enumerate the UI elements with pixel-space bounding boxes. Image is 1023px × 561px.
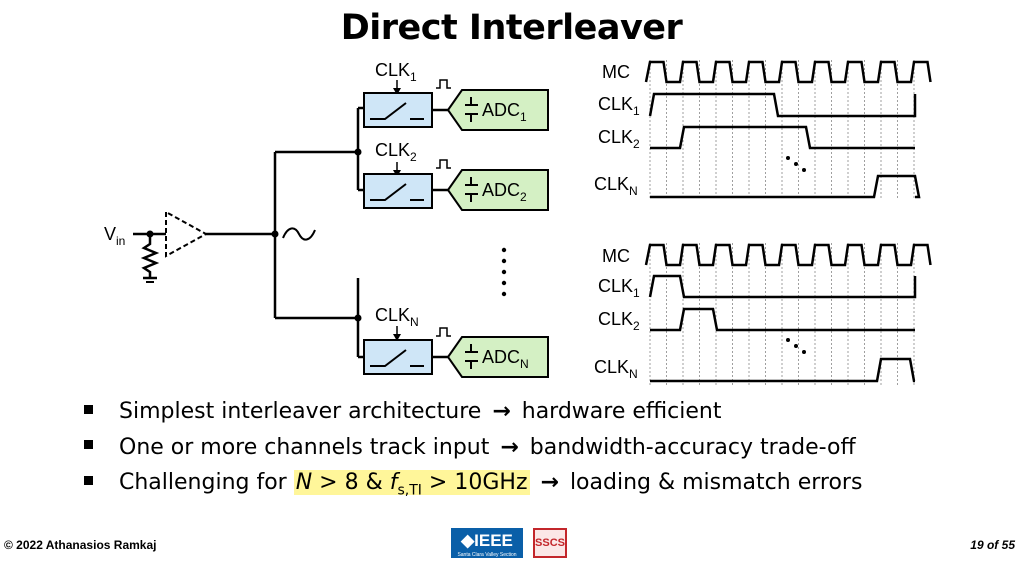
- timing-top-clkn-label: CLKN: [594, 174, 638, 198]
- adc-n: [446, 336, 549, 378]
- timing-bottom-clk-wave-3: [650, 357, 916, 383]
- slide-title: Direct Interleaver: [340, 8, 683, 48]
- bullet-2: One or more channels track input → bandw…: [84, 430, 862, 466]
- timing-bottom-clk2-label: CLK2: [598, 309, 640, 333]
- timing-bottom-clk-wave-2: [650, 307, 915, 332]
- bullet-3: Challenging for N > 8 & fs,TI > 10GHz → …: [84, 465, 862, 509]
- page-number: 19 of 55: [970, 538, 1015, 552]
- adc-2-label: ADC2: [482, 180, 527, 204]
- timing-diagram-bottom: [644, 243, 932, 385]
- adc-1-label: ADC1: [482, 100, 527, 124]
- bullet-list: Simplest interleaver architecture → hard…: [84, 394, 862, 509]
- highlighted-condition: N > 8 & fs,TI > 10GHz: [293, 470, 530, 499]
- channel-2: CLK2 ADC2: [363, 140, 549, 211]
- interleaver-diagram: Vin CLK1 ADC1 CLK2 ADC2: [104, 60, 932, 385]
- timing-top-mc-wave: [644, 60, 932, 84]
- copyright-footer: © 2022 Athanasios Ramkaj: [4, 538, 157, 552]
- timing-diagram-top: [644, 60, 932, 200]
- timing-top-clk-wave-3: [650, 174, 921, 199]
- clk-n-label: CLKN: [375, 305, 419, 329]
- channel-ellipsis: [501, 247, 507, 297]
- vin-label: Vin: [104, 224, 125, 248]
- clk-2-label: CLK2: [375, 140, 417, 164]
- channel-1: CLK1 ADC1: [363, 60, 549, 131]
- bullet-1: Simplest interleaver architecture → hard…: [84, 394, 862, 430]
- timing-top-clk2-label: CLK2: [598, 127, 640, 151]
- switch-1: [363, 92, 433, 128]
- input-stage: [133, 106, 364, 359]
- timing-top-mc-label: MC: [602, 62, 630, 82]
- timing-top-clk-wave-1: [648, 92, 917, 118]
- adc-n-label: ADCN: [482, 347, 529, 371]
- timing-bottom-clk-wave-1: [648, 274, 917, 299]
- adc-2: [446, 169, 549, 211]
- channel-n: CLKN ADCN: [363, 305, 549, 378]
- timing-top-clk-wave-2: [650, 125, 915, 150]
- sscs-logo: SSCS: [533, 528, 567, 558]
- timing-top-clk1-label: CLK1: [598, 94, 640, 118]
- timing-bottom-mc-wave: [644, 243, 932, 267]
- adc-1: [446, 89, 549, 131]
- clk-1-label: CLK1: [375, 60, 417, 84]
- timing-bottom-clk1-label: CLK1: [598, 276, 640, 300]
- timing-bottom-clkn-label: CLKN: [594, 357, 638, 381]
- timing-bottom-mc-label: MC: [602, 246, 630, 266]
- ieee-logo-subtitle: Santa Clara Valley Section: [451, 552, 523, 558]
